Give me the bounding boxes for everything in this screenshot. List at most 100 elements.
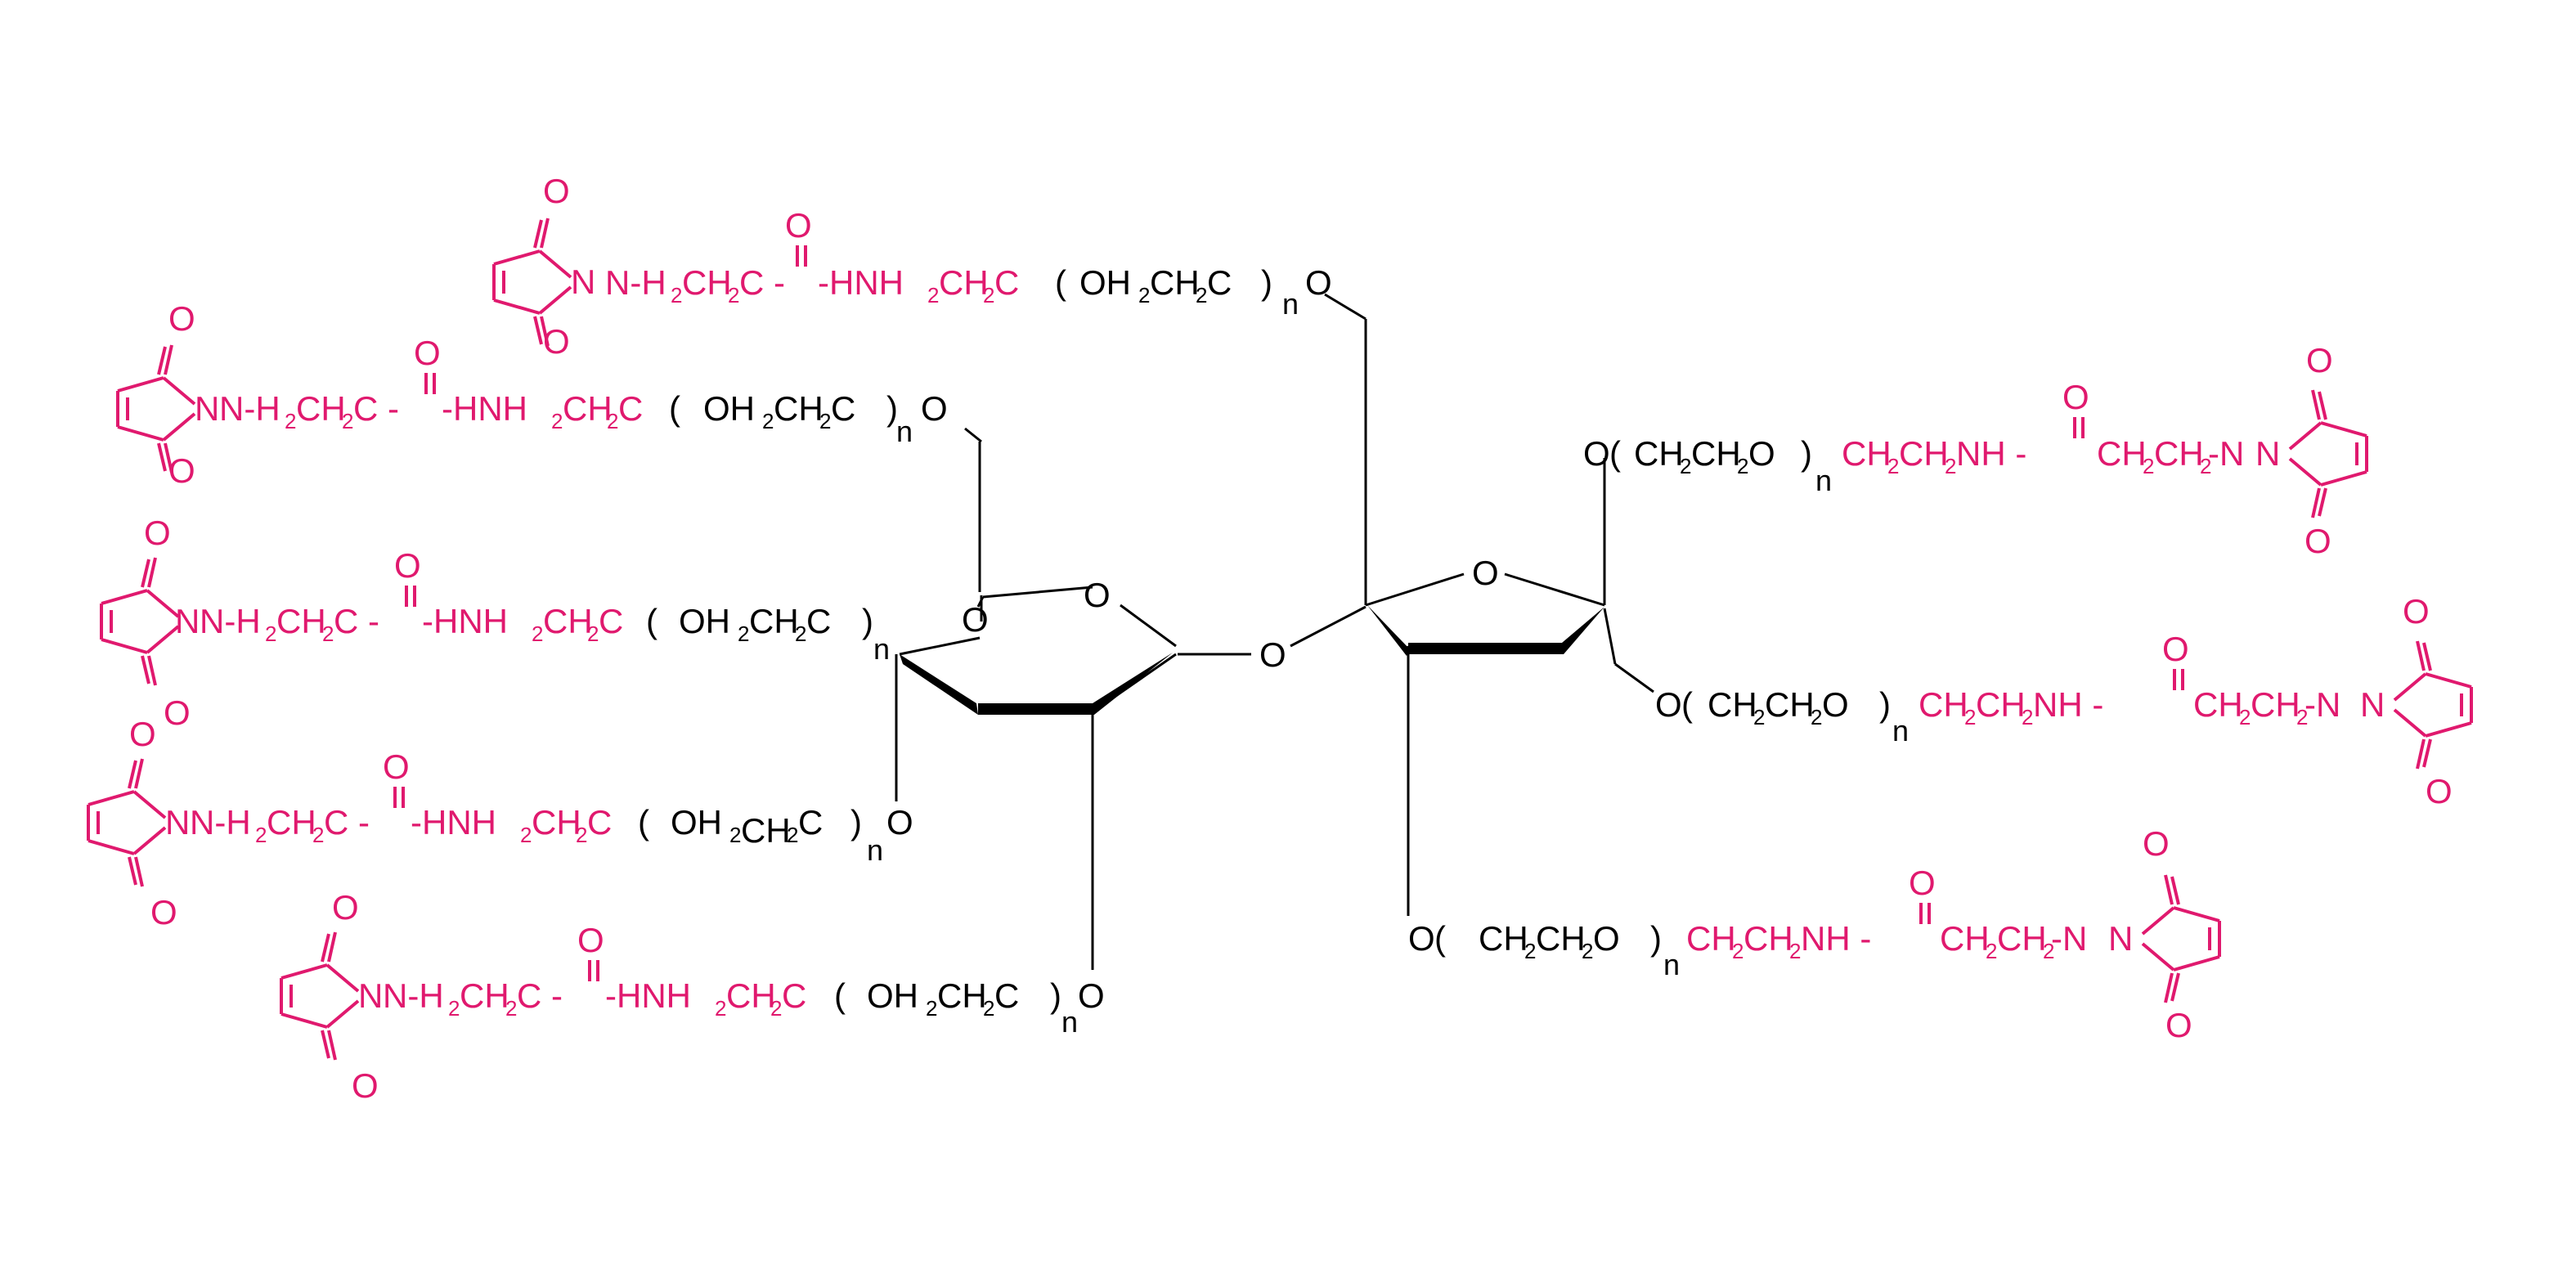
svg-text:O: O xyxy=(168,451,195,490)
svg-text:2: 2 xyxy=(1138,283,1150,307)
svg-text:-HNH: -HNH xyxy=(422,602,508,640)
svg-text:2: 2 xyxy=(728,283,739,307)
svg-text:): ) xyxy=(1050,976,1061,1015)
svg-text:2: 2 xyxy=(1582,939,1593,963)
svg-text:CH: CH xyxy=(543,602,593,640)
svg-text:-N: -N xyxy=(2304,685,2340,724)
svg-text:2: 2 xyxy=(1737,454,1748,478)
svg-text:OH: OH xyxy=(867,976,918,1015)
svg-text:(: ( xyxy=(646,602,657,640)
svg-text:2: 2 xyxy=(322,622,334,646)
svg-text:CH: CH xyxy=(1765,685,1815,724)
svg-text:-HNH: -HNH xyxy=(442,389,527,428)
svg-text:C: C xyxy=(994,263,1019,302)
svg-text:O: O xyxy=(1909,864,1936,902)
svg-text:O: O xyxy=(1305,263,1332,302)
arm-left-1: N N-H 2 CH 2 C - O -HNH 2 CH 2 C ( OH 2 … xyxy=(492,172,1332,361)
svg-text:2: 2 xyxy=(342,409,353,433)
svg-text:NH -: NH - xyxy=(1956,434,2026,473)
pyranose-bold-right xyxy=(1093,653,1173,715)
svg-text:CH: CH xyxy=(2193,685,2243,724)
ring-oxygen-pyranose: O xyxy=(1084,576,1111,614)
svg-text:N-H: N-H xyxy=(190,803,251,841)
svg-text:2: 2 xyxy=(2296,705,2308,729)
svg-text:2: 2 xyxy=(1811,705,1822,729)
svg-text:C: C xyxy=(618,389,643,428)
svg-text:C: C xyxy=(831,389,855,428)
svg-text:CH: CH xyxy=(1479,919,1528,958)
svg-text:2: 2 xyxy=(1196,283,1207,307)
svg-text:2: 2 xyxy=(2143,454,2154,478)
svg-text:(: ( xyxy=(1055,263,1066,302)
svg-text:CH: CH xyxy=(2097,434,2147,473)
svg-text:O: O xyxy=(543,172,570,210)
svg-text:O: O xyxy=(785,206,812,245)
furanose-bold-bottom xyxy=(1408,643,1564,654)
svg-text:C -: C - xyxy=(324,803,370,841)
svg-text:n: n xyxy=(867,833,883,867)
svg-text:2: 2 xyxy=(2200,454,2211,478)
glycosidic-oxygen: O xyxy=(1259,635,1286,674)
svg-text:C: C xyxy=(1207,263,1232,302)
svg-text:OH: OH xyxy=(679,602,730,640)
svg-text:): ) xyxy=(1650,919,1662,958)
svg-text:2: 2 xyxy=(520,823,532,847)
svg-text:O: O xyxy=(2403,592,2430,631)
svg-text:N: N xyxy=(571,263,595,301)
svg-text:2: 2 xyxy=(2043,939,2054,963)
svg-text:CH: CH xyxy=(1744,919,1793,958)
svg-text:n: n xyxy=(1061,1005,1078,1039)
svg-text:-HNH: -HNH xyxy=(605,976,691,1015)
svg-text:N: N xyxy=(358,976,383,1015)
svg-text:CH: CH xyxy=(939,263,989,302)
svg-text:2: 2 xyxy=(715,996,726,1021)
svg-text:O: O xyxy=(543,322,570,361)
furanose-bold-right xyxy=(1562,607,1604,654)
svg-text:N-H: N-H xyxy=(383,976,444,1015)
svg-text:O: O xyxy=(1078,976,1105,1015)
svg-text:CH: CH xyxy=(276,602,326,640)
svg-text:O: O xyxy=(383,747,410,786)
svg-text:2: 2 xyxy=(576,823,587,847)
arm-left-2: N N-H 2 CH 2 C - O -HNH 2 CH 2 C ( OH 2 … xyxy=(116,299,948,490)
svg-text:O: O xyxy=(394,546,421,585)
svg-text:CH: CH xyxy=(1899,434,1949,473)
svg-text:CH: CH xyxy=(1940,919,1990,958)
svg-text:N: N xyxy=(2255,434,2280,473)
svg-text:(: ( xyxy=(1681,685,1693,724)
svg-text:n: n xyxy=(873,632,890,666)
svg-text:O: O xyxy=(1593,919,1620,958)
svg-text:OH: OH xyxy=(671,803,722,841)
svg-text:2: 2 xyxy=(1753,705,1765,729)
svg-text:2: 2 xyxy=(738,622,749,646)
svg-text:CH: CH xyxy=(682,263,732,302)
svg-text:CH: CH xyxy=(267,803,316,841)
svg-text:2: 2 xyxy=(926,996,937,1021)
svg-text:2: 2 xyxy=(1524,939,1536,963)
ring-oxygen-furanose: O xyxy=(1472,554,1499,592)
svg-text:O: O xyxy=(2165,1006,2192,1044)
svg-text:-HNH: -HNH xyxy=(818,263,904,302)
ring-oxygen-inner: O xyxy=(962,600,989,639)
svg-text:CH: CH xyxy=(774,389,824,428)
svg-text:2: 2 xyxy=(1964,705,1976,729)
svg-text:O: O xyxy=(886,803,913,841)
svg-text:C -: C - xyxy=(739,263,785,302)
svg-text:2: 2 xyxy=(255,823,267,847)
svg-text:OH: OH xyxy=(1079,263,1131,302)
svg-text:O: O xyxy=(1822,685,1849,724)
svg-text:N-H: N-H xyxy=(219,389,280,428)
svg-text:2: 2 xyxy=(505,996,517,1021)
svg-text:CH: CH xyxy=(2251,685,2300,724)
svg-text:2: 2 xyxy=(819,409,831,433)
svg-text:-N: -N xyxy=(2208,434,2244,473)
arm-left-4: N N-H 2 CH 2 C - O -HNH 2 CH 2 C ( OH 2 … xyxy=(87,715,913,931)
svg-text:N: N xyxy=(165,803,190,841)
svg-text:O: O xyxy=(1748,434,1775,473)
svg-text:2: 2 xyxy=(762,409,774,433)
svg-text:): ) xyxy=(862,602,873,640)
svg-text:O: O xyxy=(332,888,359,927)
arm-right-2: O ( CH 2 CH 2 O ) n CH 2 CH 2 NH - O CH … xyxy=(1655,592,2471,810)
sucrose-core xyxy=(895,293,1654,970)
